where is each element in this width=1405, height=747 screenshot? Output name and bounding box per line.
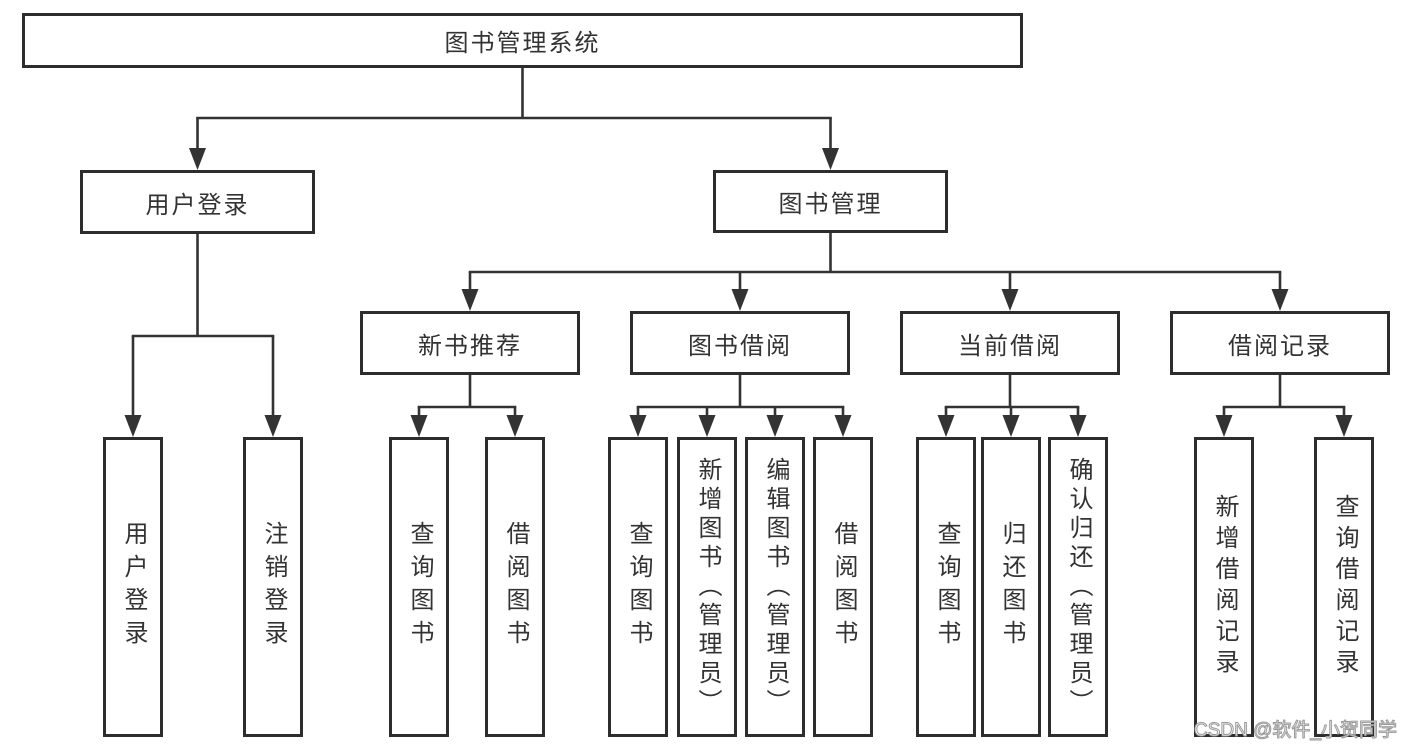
leaf-current-query-books: 查询图书 <box>916 437 976 737</box>
leaf-user-login: 用户登录 <box>103 437 163 737</box>
leaf-borrow-add-books-admin: 新增图书（管理员） <box>677 437 737 737</box>
node-book-management: 图书管理 <box>713 170 948 233</box>
node-book-borrow: 图书借阅 <box>630 311 850 375</box>
leaf-recommend-borrow-books: 借阅图书 <box>485 437 545 737</box>
leaf-recommend-query-books: 查询图书 <box>389 437 449 737</box>
leaf-borrow-query-books: 查询图书 <box>608 437 668 737</box>
leaf-records-query-borrow-record: 查询借阅记录 <box>1314 437 1374 737</box>
arrowhead-icons <box>124 148 1353 437</box>
node-library-management-system: 图书管理系统 <box>22 13 1023 68</box>
leaf-logout-login: 注销登录 <box>243 437 303 737</box>
node-current-borrow: 当前借阅 <box>900 311 1120 375</box>
leaf-current-return-books: 归还图书 <box>981 437 1041 737</box>
node-user-login: 用户登录 <box>80 170 315 234</box>
node-new-book-recommend: 新书推荐 <box>360 311 580 375</box>
leaf-borrow-borrow-books: 借阅图书 <box>813 437 873 737</box>
leaf-borrow-edit-books-admin: 编辑图书（管理员） <box>745 437 805 737</box>
leaf-records-add-borrow-record: 新增借阅记录 <box>1194 437 1254 737</box>
node-borrow-records: 借阅记录 <box>1170 311 1390 375</box>
csdn-watermark: CSDN @软件_小贺同学 <box>1194 720 1398 742</box>
leaf-current-confirm-return-admin: 确认归还（管理员） <box>1048 437 1108 737</box>
